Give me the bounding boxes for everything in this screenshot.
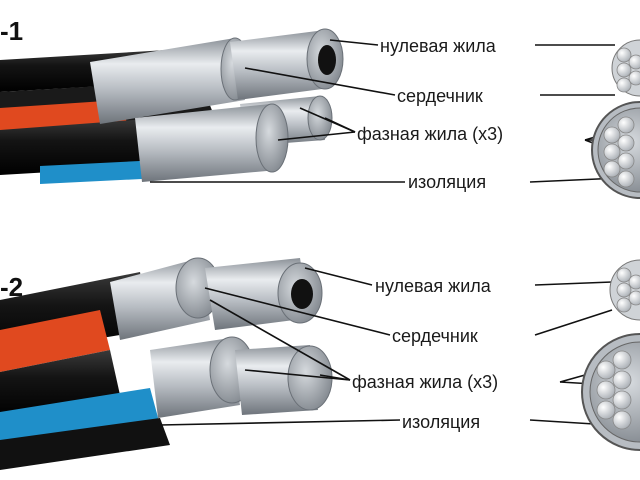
diagram-1-id: -1 [0, 16, 23, 46]
label-core-2: сердечник [392, 326, 478, 346]
cable-diagram-1: -1 [0, 16, 640, 199]
cross-section-1-strands [603, 47, 640, 188]
label-phase-core-2: фазная жила (х3) [352, 372, 498, 392]
label-insulation-2: изоляция [402, 412, 480, 432]
diagram-2-id: -2 [0, 272, 23, 302]
cable-2-blue-stripe [0, 388, 160, 448]
cable-2-core-center [291, 279, 313, 309]
cross-section-2-strands [596, 267, 640, 430]
diagram-2-labels: нулевая жила сердечник фазная жила (х3) … [352, 276, 498, 432]
label-phase-core-1: фазная жила (х3) [357, 124, 503, 144]
cable-2-insulation [0, 272, 170, 470]
label-insulation-1: изоляция [408, 172, 486, 192]
diagram-1-labels: нулевая жила сердечник фазная жила (х3) … [357, 36, 503, 192]
label-neutral-core-1: нулевая жила [380, 36, 497, 56]
cable-2-conductors [110, 257, 333, 418]
cable-2-red-stripe [0, 310, 110, 372]
cable-1-cross-section [591, 39, 640, 199]
cable-1-core-center [318, 45, 336, 75]
cable-diagram-2: -2 [0, 257, 640, 470]
cable-2-cross-section [581, 259, 640, 451]
label-core-1: сердечник [397, 86, 483, 106]
cable-1-conductors [90, 28, 344, 182]
cable-1-blue-stripe [40, 160, 162, 184]
label-neutral-core-2: нулевая жила [375, 276, 492, 296]
